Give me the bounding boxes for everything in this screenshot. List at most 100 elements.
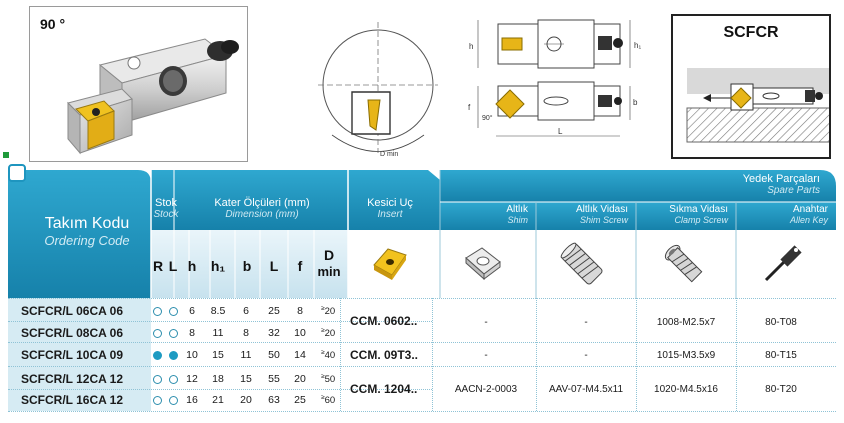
spare-col-clamp-screw: Sıkma Vidası Clamp Screw [636,204,728,225]
shim-value: - [484,317,488,328]
min-bore-drawing: D min [318,22,438,158]
cell-d-value: 20 [324,306,336,318]
spare-col-shim: Altlık Shim [440,204,528,225]
insert-code: CCM. 09T3.. [350,348,419,362]
shim-value: - [484,350,488,361]
stock-l-indicator [169,375,178,384]
spare-col-allen-key-tr: Anahtar [792,204,828,215]
clamp-screw-value: 1015-M3.5x9 [656,350,716,361]
cell-d-prefix: ≥ [321,373,325,380]
cell-h1: 8.5 [210,305,226,317]
col-label-d: D [323,247,335,263]
cell-d: ≥60 [321,394,335,406]
cell-b: 6 [243,305,249,317]
spare-col-clamp-screw-en: Clamp Screw [674,214,728,225]
ordering-code-header: Takım Kodu Ordering Code [22,215,152,248]
cell-d-prefix: ≥ [321,327,325,334]
col-label-h: h [187,258,197,274]
allen-key-value: 80-T08 [765,317,797,328]
spare-col-shim-screw-tr: Altlık Vidası [575,204,628,215]
stock-l-indicator [169,351,178,360]
spare-col-allen-key: Anahtar Allen Key [736,204,828,225]
cell-b: 15 [240,373,252,385]
cell-f: 10 [294,327,306,339]
insert-header-tr: Kesici Uç [367,197,413,209]
cell-d: ≥20 [321,305,335,317]
scfcr-illustration [686,68,829,143]
cell-d-value: 50 [324,374,336,386]
corner-mark [8,164,26,182]
row-code: SCFCR/L 16CA 12 [21,393,124,407]
stock-header-en: Stock [153,209,179,221]
cell-h1: 18 [212,373,224,385]
clamp-screw-value: 1008-M2.5x7 [656,317,716,328]
holder-dimension-drawing: h h₁ f b L 90° [468,19,641,137]
col-label-f: f [297,258,303,274]
col-divider [636,298,637,411]
cell-d-prefix: ≥ [321,394,325,401]
cell-d-value: 40 [324,350,336,362]
row-code: SCFCR/L 06CA 06 [21,304,124,318]
dim-h1-label: h₁ [634,41,641,50]
cell-f: 14 [294,349,306,361]
insert-header-en: Insert [377,209,403,221]
stock-l-indicator [169,396,178,405]
row-divider [8,342,836,343]
col-divider [340,298,341,411]
col-label-d-min: min [317,264,341,279]
stock-r-indicator [153,396,162,405]
dim-f-label: f [468,103,471,112]
row-divider [8,298,836,299]
ordering-code-column [8,298,151,411]
cell-h: 6 [189,305,195,317]
cell-h: 8 [189,327,195,339]
cell-d-prefix: ≥ [321,349,325,356]
cell-h: 12 [186,373,198,385]
scfcr-diagram: SCFCR [671,14,831,159]
shim-screw-value: - [584,317,588,328]
insert-code: CCM. 1204.. [350,382,418,396]
cell-h1: 11 [212,327,224,339]
cell-d-prefix: ≥ [321,305,325,312]
shim-value: AACN-2-0003 [454,384,518,395]
allen-key-icon [764,245,802,282]
shim-screw-value: - [584,350,588,361]
d-min-label: D min [380,151,398,158]
shim-screw-icon [560,242,603,285]
spare-parts-header-tr: Yedek Parçaları [742,173,820,185]
cell-len: 32 [268,327,280,339]
ordering-code-header-tr: Takım Kodu [44,215,130,232]
tool-photo: 90 ° [29,6,248,162]
cell-len: 25 [268,305,280,317]
dimension-header: Kater Ölçüleri (mm) Dimension (mm) [178,197,346,220]
col-label-r: R [152,258,164,274]
dimension-header-en: Dimension (mm) [225,209,299,221]
dim-l-label: L [558,127,563,136]
dim-b-label: b [633,98,638,107]
stock-l-indicator [169,307,178,316]
stock-header: Stok Stock [151,197,181,220]
cell-h1: 21 [212,394,224,406]
col-divider [432,298,433,411]
col-label-b: b [242,258,252,274]
cell-d-value: 60 [324,395,336,407]
clamp-screw-value: 1020-M4.5x16 [654,384,718,395]
shim-screw-value: AAV-07-M4.5x11 [548,384,624,395]
cell-d: ≥20 [321,327,335,339]
stock-r-indicator [153,307,162,316]
ordering-code-header-en: Ordering Code [44,233,130,248]
spare-col-clamp-screw-tr: Sıkma Vidası [669,204,728,215]
col-label-h1: h₁ [210,258,226,274]
spare-parts-header: Yedek Parçaları Spare Parts [600,173,820,196]
cell-len: 55 [268,373,280,385]
tool-holder-illustration [67,38,239,155]
insert-code: CCM. 0602.. [350,314,418,328]
spare-col-shim-screw-en: Shim Screw [579,214,628,225]
cell-f: 20 [294,373,306,385]
dim-angle-label: 90° [482,114,493,122]
scfcr-title: SCFCR [723,24,779,41]
spare-col-shim-screw: Altlık Vidası Shim Screw [536,204,628,225]
clamp-screw-icon [664,244,703,283]
stock-r-indicator [153,351,162,360]
col-divider [736,298,737,411]
